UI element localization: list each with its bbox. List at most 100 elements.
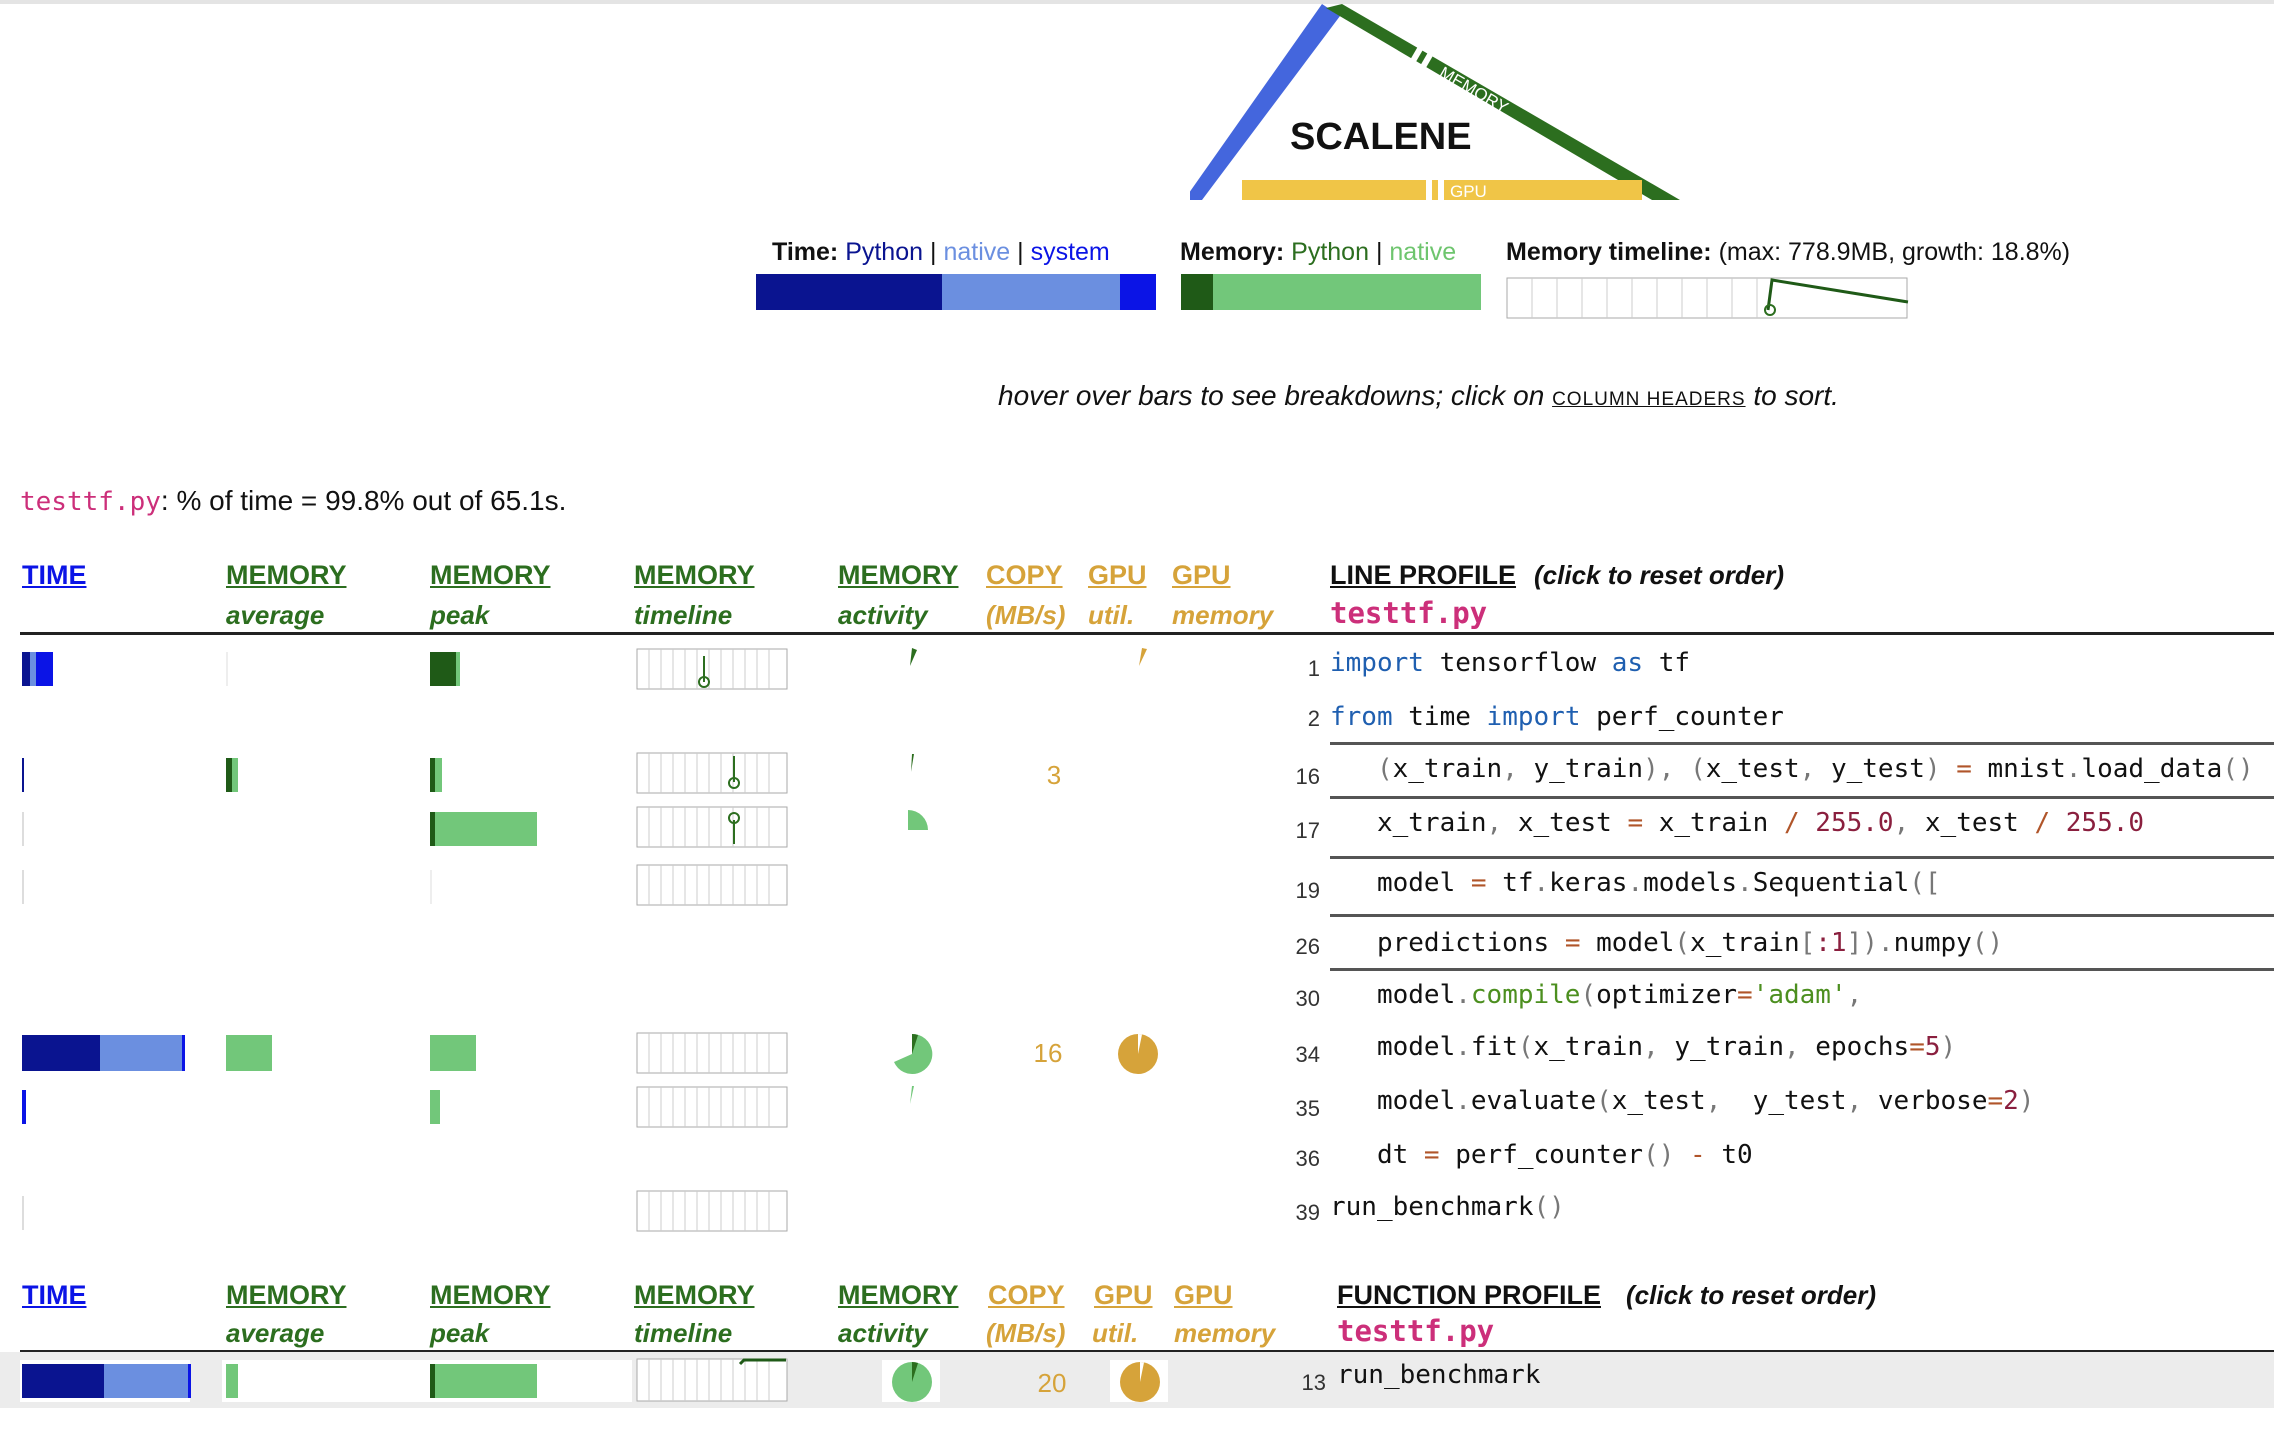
mem-peak-bar-line-34[interactable]	[430, 1035, 476, 1071]
col-memory-average-header[interactable]: MEMORY	[226, 560, 347, 590]
mem-peak-bar-line-17[interactable]	[430, 812, 435, 846]
code-line-39: run_benchmark()	[1330, 1192, 1565, 1222]
copy-value-line-16: 3	[1046, 760, 1062, 790]
block-separator	[1330, 742, 2274, 745]
time-bar-line-35[interactable]	[22, 1090, 26, 1124]
memory-python-bar[interactable]	[1181, 274, 1213, 310]
activity-line-16[interactable]	[904, 754, 920, 774]
col-copy-header[interactable]: COPY	[986, 560, 1063, 590]
time-system-label: system	[1030, 238, 1110, 266]
fn-col-memory-peak-sub: peak	[430, 1318, 490, 1348]
col-memory-timeline-header[interactable]: MEMORY	[634, 560, 755, 590]
fn-timeline[interactable]	[636, 1358, 788, 1402]
mem-avg-bar-line-16-native[interactable]	[232, 758, 238, 792]
memory-timeline-chart[interactable]	[1506, 274, 1910, 320]
line-number: 39	[1295, 1200, 1320, 1225]
activity-line-1[interactable]	[904, 648, 920, 668]
mem-avg-bar-line-16[interactable]	[226, 758, 232, 792]
gpu-util-line-34[interactable]	[1116, 1032, 1160, 1076]
hint-text: hover over bars to see breakdowns; click…	[998, 380, 1545, 411]
code-line-16: (x_train, y_train), (x_test, y_test) = m…	[1376, 754, 2254, 784]
timeline-line-34[interactable]	[636, 1032, 788, 1074]
line-number: 35	[1295, 1096, 1320, 1121]
col-memory-timeline-sub: timeline	[634, 600, 733, 630]
line-profile-note[interactable]: (click to reset order)	[1534, 560, 1784, 590]
time-bar-line-16[interactable]	[22, 758, 24, 792]
time-bar-line-34[interactable]	[22, 1035, 100, 1071]
fn-activity[interactable]	[890, 1360, 934, 1404]
code-line-26: predictions = model(x_train[:1]).numpy()	[1330, 928, 2004, 958]
time-bar-line-19[interactable]	[22, 870, 24, 904]
line-number: 2	[1307, 706, 1320, 731]
logo-title: SCALENE	[1290, 116, 1472, 158]
timeline-line-17[interactable]	[636, 806, 788, 848]
function-profile-header[interactable]: FUNCTION PROFILE	[1337, 1280, 1601, 1310]
memory-timeline-detail: (max: 778.9MB, growth: 18.8%)	[1718, 238, 2071, 266]
col-gpu-memory-header[interactable]: GPU	[1172, 560, 1231, 590]
function-profile-note[interactable]: (click to reset order)	[1626, 1280, 1876, 1310]
fn-col-copy-header[interactable]: COPY	[988, 1280, 1065, 1310]
fn-col-memory-timeline-header[interactable]: MEMORY	[634, 1280, 755, 1310]
fn-col-memory-average-header[interactable]: MEMORY	[226, 1280, 347, 1310]
fn-line-number: 13	[1301, 1370, 1326, 1395]
fn-col-memory-peak-header[interactable]: MEMORY	[430, 1280, 551, 1310]
time-bar-line-34-native[interactable]	[100, 1035, 182, 1071]
time-bar-line-39[interactable]	[22, 1196, 24, 1230]
code-line-1: import tensorflow as tf	[1330, 648, 1691, 678]
header-rule	[20, 632, 2274, 635]
fn-col-time-header[interactable]: TIME	[22, 1280, 87, 1310]
timeline-line-39[interactable]	[636, 1190, 788, 1232]
fn-name[interactable]: run_benchmark	[1337, 1360, 1541, 1390]
mem-avg-bar-line-34[interactable]	[226, 1035, 272, 1071]
activity-line-35[interactable]	[904, 1086, 920, 1106]
time-bar-line-1[interactable]	[22, 652, 30, 686]
col-time-header[interactable]: TIME	[22, 560, 87, 590]
timeline-line-19[interactable]	[636, 864, 788, 906]
gpu-util-line-1[interactable]	[1134, 648, 1150, 668]
fn-col-memory-activity-header[interactable]: MEMORY	[838, 1280, 959, 1310]
time-python-label: Python	[845, 238, 924, 266]
mem-peak-bar-line-16[interactable]	[430, 758, 435, 792]
timeline-line-1[interactable]	[636, 648, 788, 690]
fn-mem-peak-bar[interactable]	[430, 1364, 435, 1398]
activity-line-17[interactable]	[906, 808, 932, 832]
col-gpu-util-header[interactable]: GPU	[1088, 560, 1147, 590]
fn-mem-peak-bar-native[interactable]	[435, 1364, 537, 1398]
fn-time-bar-native[interactable]	[104, 1364, 188, 1398]
block-separator	[1330, 856, 2274, 859]
line-profile-file: testtf.py	[1330, 596, 1488, 630]
time-python-bar[interactable]	[756, 274, 942, 310]
fn-col-gpu-memory-header[interactable]: GPU	[1174, 1280, 1233, 1310]
mem-peak-bar-line-16-native[interactable]	[435, 758, 442, 792]
mem-peak-bar-line-1-native[interactable]	[456, 652, 460, 686]
line-profile-header[interactable]: LINE PROFILE	[1330, 560, 1517, 590]
fn-col-gpu-util-header[interactable]: GPU	[1094, 1280, 1153, 1310]
time-bar-line-17[interactable]	[22, 812, 24, 846]
fn-time-bar[interactable]	[22, 1364, 104, 1398]
timeline-line-35[interactable]	[636, 1086, 788, 1128]
fn-col-memory-average-sub: average	[226, 1318, 325, 1348]
fn-time-bar-system[interactable]	[188, 1364, 191, 1398]
mem-peak-bar-line-17-native[interactable]	[435, 812, 537, 846]
time-bar-line-1-native[interactable]	[30, 652, 36, 686]
memory-timeline-legend: Memory timeline: (max: 778.9MB, growth: …	[1506, 238, 2070, 267]
mem-peak-bar-line-1[interactable]	[430, 652, 456, 686]
mem-peak-bar-line-35[interactable]	[430, 1090, 440, 1124]
mem-avg-bar-line-1[interactable]	[226, 652, 228, 686]
file-name[interactable]: testtf.py	[20, 487, 161, 517]
time-bar-line-1-system[interactable]	[36, 652, 53, 686]
column-headers-link[interactable]: COLUMN HEADERS	[1552, 389, 1746, 410]
time-native-bar[interactable]	[942, 274, 1120, 310]
hint-text-end: to sort.	[1753, 380, 1839, 411]
mem-peak-bar-line-19[interactable]	[430, 870, 432, 904]
time-bar-line-34-system[interactable]	[182, 1035, 185, 1071]
activity-line-34[interactable]	[890, 1032, 934, 1076]
memory-native-bar[interactable]	[1213, 274, 1481, 310]
scalene-logo: SCALENE CPU MEMORY GPU	[1190, 4, 1680, 201]
time-system-bar[interactable]	[1120, 274, 1156, 310]
col-memory-peak-header[interactable]: MEMORY	[430, 560, 551, 590]
fn-gpu-util[interactable]	[1118, 1360, 1162, 1404]
col-memory-activity-header[interactable]: MEMORY	[838, 560, 959, 590]
timeline-line-16[interactable]	[636, 752, 788, 794]
fn-mem-avg-bar[interactable]	[226, 1364, 238, 1398]
